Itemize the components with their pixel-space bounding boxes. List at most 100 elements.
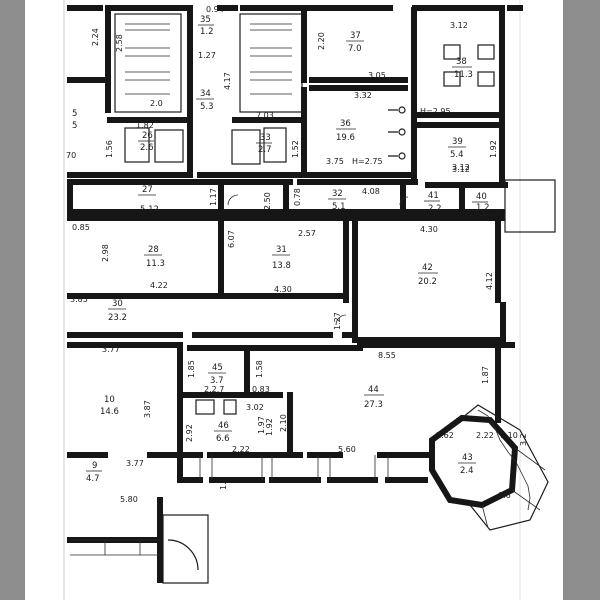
room-46: 46 6.6 [214,421,232,444]
room-number: 43 [462,453,473,463]
dimension-label: 1.0 [219,477,228,490]
dimension-label: 2.22 [232,445,250,454]
dimension-label: 8.55 [378,351,396,360]
room-area: 11.3 [454,70,473,80]
room-43: 43 2.4 [458,453,476,476]
dimension-label: 2.62 [436,431,454,440]
room-10: 10 14.6 [100,395,119,417]
room-39: 39 5.4 [448,137,466,160]
dimension-label: 3.12 [452,165,470,174]
room-26: 26 2.6 [138,131,154,153]
room-area: 23.2 [108,313,127,323]
room-34: 34 5.3 [196,89,214,112]
room-area: 13.8 [272,261,291,271]
room-number: 28 [148,245,159,255]
room-28: 28 11.3 [144,245,165,269]
room-number: 46 [218,421,229,431]
room-area: 5.3 [200,102,214,112]
dimension-label: 2.58 [115,34,124,52]
room-45: 45 3.7 [208,363,226,386]
dimension-label: 3.77 [102,345,120,354]
room-number: 26 [142,131,153,141]
dimension-label: 4.30 [420,225,438,234]
dimension-label: 2.22 [476,431,494,440]
room-area: 19.6 [336,133,355,143]
dimension-label: 4.08 [362,187,380,196]
dimension-label: 70 [66,151,76,160]
dimension-label: 0.78 [293,188,302,206]
room-number: 40 [476,192,487,202]
room-41: 41 2.2 [424,191,442,214]
room-area: 11.3 [146,259,165,269]
room-32: 32 5.1 [328,189,346,212]
room-area: 5.12 [140,205,159,215]
room-area: 4.7 [86,474,100,484]
room-number: 42 [422,263,433,273]
dimension-label: 1.10 [500,431,518,440]
room-number: 36 [340,119,351,129]
room-area: 27.3 [364,400,383,410]
dimension-label: 1.92 [489,140,498,158]
room-36: 36 19.6 [336,119,356,143]
room-5: 5 5 [72,109,77,131]
room-number: 41 [428,191,439,201]
room-number: 27 [142,185,153,195]
room-number: 44 [368,385,379,395]
room-42: 42 20.2 [418,263,438,287]
room-area: 1.2 [476,203,490,213]
dimension-label: 2.20 [317,32,326,50]
room-area: 2.6 [140,143,154,153]
dimension-label: 1.56 [105,140,114,158]
dimension-label: 1.10 [482,209,500,218]
dimension-label: 4.12 [485,272,494,290]
room-number: 34 [200,89,211,99]
dimension-label: 0.85 [72,223,90,232]
room-number: 32 [332,189,343,199]
dimension-label: 1.52 [291,140,300,158]
room-area: 2.7 [258,145,272,155]
room-area: 5.4 [450,150,464,160]
dimension-label: 1.58 [255,360,264,378]
dimension-label: 2.2.7 [204,385,224,394]
room-area: 2.4 [460,466,474,476]
room-area: 20.2 [418,277,437,287]
room-number: 38 [456,57,467,67]
room-area: 5.1 [332,202,346,212]
dimension-label: 3.85 [70,295,88,304]
room-area: 7.0 [348,44,362,54]
dimension-label: 3.05 [368,71,386,80]
room-37: 37 7.0 [346,31,364,54]
dimension-label: 2.57 [298,229,316,238]
room-number: 30 [112,299,123,309]
room-33: 33 2.7 [256,133,272,155]
dimension-label: 3.75 [326,157,344,166]
walls [67,5,523,583]
room-number: 45 [212,363,223,373]
dimension-label: 0.83 [252,385,270,394]
room-area: 2.2 [428,204,442,214]
dimension-label: 4.22 [150,281,168,290]
dimension-label: 3.02 [246,403,264,412]
dimension-label: 1.87 [481,366,490,384]
dimension-label: 2.92 [185,424,194,442]
room-number: 37 [350,31,361,41]
room-labels: 35 1.2 37 7.0 38 11.3 5 5 34 5.3 36 19.6 [72,15,490,484]
room-27: 27 5.12 [138,185,159,215]
dimension-label: 0.6 [498,491,511,500]
dimension-label: 2.10 [279,414,288,432]
dimension-label: 2.0 [150,99,163,108]
room-area: 14.6 [100,407,119,417]
room-9: 9 4.7 [86,461,102,484]
room-number: 33 [260,133,271,143]
dimension-label: H=2.95 [420,107,451,116]
dimension-label: 3.32 [354,91,372,100]
room-38: 38 11.3 [452,57,473,80]
dimension-label: 1.97 [257,416,266,434]
dimension-label: 1.92 [265,418,274,436]
dimension-label: 5.80 [120,495,138,504]
room-area: 6.6 [216,434,230,444]
dimension-label: 4.30 [274,285,292,294]
room-44: 44 27.3 [364,385,384,410]
dimension-label: 3.12 [450,21,468,30]
